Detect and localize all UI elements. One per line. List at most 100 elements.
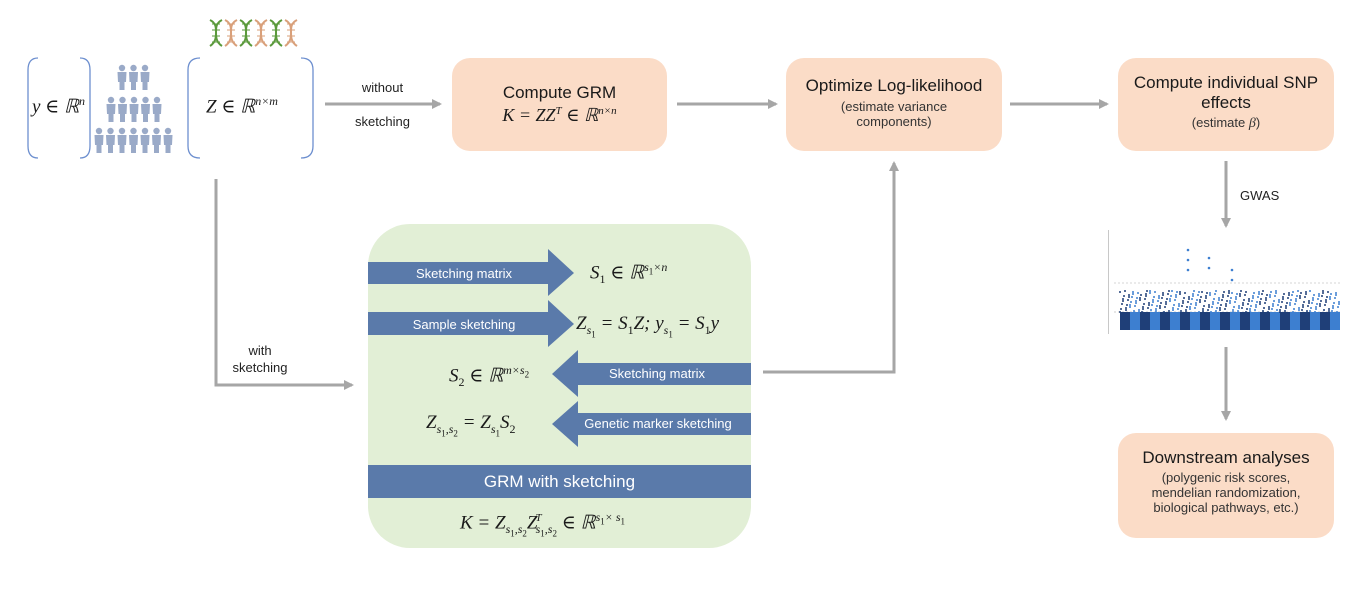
chromosome-block <box>1120 312 1130 330</box>
snp-point <box>1301 309 1303 311</box>
snp-point <box>1139 297 1141 299</box>
snp-point <box>1184 292 1186 294</box>
sketching-matrix-bar-1 <box>368 249 574 296</box>
downstream-line-1: (polygenic risk scores, <box>1161 470 1291 485</box>
snp-point <box>1188 298 1190 300</box>
sample-sketching-bar <box>368 300 574 347</box>
genetic-marker-sketching-label: Genetic marker sketching <box>584 416 731 431</box>
snp-point <box>1189 308 1191 310</box>
person-icon <box>130 127 137 135</box>
snp-point <box>1308 302 1310 304</box>
snp-point <box>1271 308 1273 310</box>
sketching-matrix-bar-2 <box>552 350 751 397</box>
y-bracket-right <box>79 57 91 159</box>
sample-sketching-label: Sample sketching <box>413 317 516 332</box>
snp-point <box>1292 291 1294 293</box>
snp-point <box>1321 295 1323 297</box>
snp-title-2: effects <box>1201 93 1251 112</box>
downstream-line-2: mendelian randomization, <box>1151 485 1301 500</box>
snp-point <box>1337 306 1339 308</box>
snp-point <box>1202 308 1204 310</box>
snp-point <box>1209 294 1211 296</box>
snp-point <box>1152 301 1154 303</box>
downstream-title: Downstream analyses <box>1142 448 1310 467</box>
chromosome-block <box>1250 312 1260 330</box>
snp-point <box>1267 311 1269 313</box>
snp-point <box>1334 297 1336 299</box>
snp-point <box>1222 294 1224 296</box>
marker-sketch-formula: Zs1,s2 = Zs1S2 <box>426 412 516 439</box>
snp-point <box>1235 296 1237 298</box>
person-body <box>106 104 116 122</box>
snp-point <box>1258 291 1260 293</box>
snp-point <box>1210 311 1212 313</box>
snp-point <box>1298 309 1300 311</box>
snp-point <box>1268 306 1270 308</box>
snp-point <box>1258 293 1260 295</box>
chromosome-block <box>1220 312 1230 330</box>
chromosome-block <box>1160 312 1170 330</box>
snp-point <box>1238 307 1240 309</box>
snp-point <box>1233 306 1235 308</box>
snp-subtitle: (estimate β) <box>1191 115 1261 131</box>
snp-point <box>1225 303 1227 305</box>
snp-point <box>1138 309 1140 311</box>
chromosome-block <box>1150 312 1160 330</box>
snp-point <box>1282 296 1284 298</box>
snp-point <box>1241 307 1243 309</box>
person-icon <box>164 127 172 135</box>
snp-point <box>1328 308 1330 310</box>
snp-point <box>1134 305 1136 307</box>
snp-point <box>1228 292 1230 294</box>
person-icon <box>141 127 149 135</box>
snp-point <box>1263 307 1265 309</box>
snp-point <box>1274 295 1276 297</box>
snp-point <box>1276 309 1278 311</box>
sketching-matrix-label-2: Sketching matrix <box>609 366 706 381</box>
snp-point <box>1289 302 1291 304</box>
snp-point <box>1269 296 1271 298</box>
chromosome-block <box>1140 312 1150 330</box>
downstream-analyses-box: Downstream analyses (polygenic risk scor… <box>1118 433 1334 538</box>
snp-point <box>1196 299 1198 301</box>
snp-point <box>1125 309 1127 311</box>
y-bracket-left <box>27 57 39 159</box>
optimize-title: Optimize Log-likelihood <box>805 76 983 95</box>
snp-point <box>1178 303 1180 305</box>
manhattan-plot-thumbnail <box>1108 230 1340 334</box>
snp-point <box>1129 304 1131 306</box>
snp-point <box>1316 303 1318 305</box>
snp-point <box>1243 299 1245 301</box>
snp-point <box>1146 290 1148 292</box>
snp-point <box>1309 310 1311 312</box>
snp-point <box>1182 302 1184 304</box>
snp-point <box>1338 303 1340 305</box>
snp-point <box>1215 310 1217 312</box>
snp-point <box>1275 290 1277 292</box>
snp-point <box>1230 297 1232 299</box>
snp-point <box>1149 292 1151 294</box>
chromosome-block <box>1290 312 1300 330</box>
chromosome-block <box>1300 312 1310 330</box>
snp-point <box>1188 296 1190 298</box>
snp-point <box>1326 296 1328 298</box>
snp-point <box>1312 297 1314 299</box>
snp-point <box>1278 301 1280 303</box>
snp-point <box>1296 295 1298 297</box>
snp-point <box>1149 290 1151 292</box>
snp-point <box>1179 293 1181 295</box>
snp-point <box>1185 309 1187 311</box>
snp-point <box>1282 298 1284 300</box>
dna-strand <box>239 19 253 47</box>
snp-point <box>1209 292 1211 294</box>
snp-point <box>1216 307 1218 309</box>
snp-point <box>1295 298 1297 300</box>
snp-point <box>1143 303 1145 305</box>
snp-point <box>1136 297 1138 299</box>
significant-snp <box>1186 248 1190 252</box>
snp-point <box>1245 311 1247 313</box>
snp-point <box>1251 300 1253 302</box>
snp-point <box>1314 311 1316 313</box>
snp-point <box>1175 296 1177 298</box>
z-matrix-label: Z ∈ ℝn×m <box>206 94 278 118</box>
